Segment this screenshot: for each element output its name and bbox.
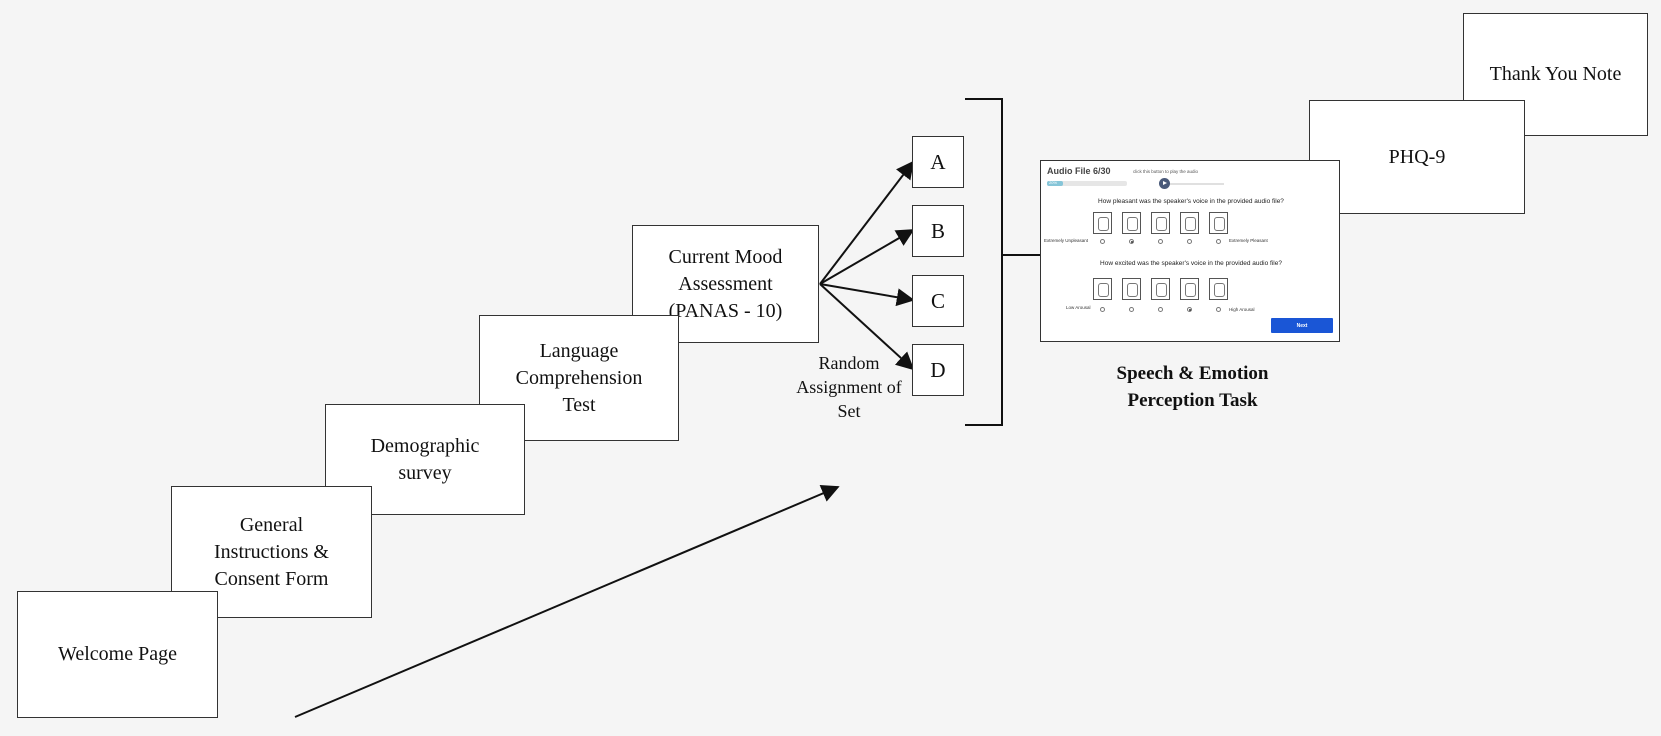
sets-bracket <box>965 98 1003 426</box>
q2-radio-5[interactable] <box>1216 307 1221 312</box>
progress-arrow <box>294 485 840 718</box>
play-hint: click this button to play the audio <box>1133 169 1199 174</box>
set-d-label: D <box>930 357 946 382</box>
q1-radio-4[interactable] <box>1187 239 1192 244</box>
question-arousal: How excited was the speaker's voice in t… <box>1100 260 1282 267</box>
set-a-box: A <box>912 136 964 188</box>
demographic-survey-label: Demographic survey <box>370 434 480 484</box>
next-button[interactable]: Next <box>1271 318 1333 333</box>
sam-arousal-icon-1 <box>1093 278 1112 300</box>
consent-form-label: General Instructions & Consent Form <box>214 513 329 590</box>
survey-screenshot: Audio File 6/30 click this button to pla… <box>1040 160 1340 342</box>
sam-arousal-icon-3 <box>1151 278 1170 300</box>
welcome-page-label: Welcome Page <box>58 643 177 665</box>
phq-9-label: PHQ-9 <box>1388 145 1446 168</box>
q1-radio-2[interactable] <box>1129 239 1134 244</box>
sam-valence-icon-1 <box>1093 212 1112 234</box>
q1-radio-5[interactable] <box>1216 239 1221 244</box>
q2-radio-3[interactable] <box>1158 307 1163 312</box>
sam-valence-icon-3 <box>1151 212 1170 234</box>
arrow-to-set-a <box>819 160 915 285</box>
sam-valence-icon-5 <box>1209 212 1228 234</box>
set-b-label: B <box>930 218 945 243</box>
set-c-label: C <box>930 288 945 313</box>
thank-you-note-label: Thank You Note <box>1489 63 1622 85</box>
arrow-to-set-c <box>819 283 915 307</box>
q2-radio-1[interactable] <box>1100 307 1105 312</box>
random-assignment-caption: Random Assignment of Set <box>796 353 902 421</box>
set-d-box: D <box>912 344 964 396</box>
sam-arousal-icon-2 <box>1122 278 1141 300</box>
mood-assessment-label: Current Mood Assessment (PANAS - 10) <box>668 245 783 322</box>
q1-radio-1[interactable] <box>1100 239 1105 244</box>
progress-fill <box>1047 181 1063 186</box>
language-test-label: Language Comprehension Test <box>515 339 643 416</box>
mood-assessment-box: Current Mood Assessment (PANAS - 10) <box>632 225 819 343</box>
q1-radio-3[interactable] <box>1158 239 1163 244</box>
q1-high-anchor: Extremely Pleasant <box>1229 238 1268 243</box>
thank-you-note-box: Thank You Note <box>1463 13 1648 136</box>
set-c-box: C <box>912 275 964 327</box>
play-icon[interactable] <box>1159 178 1170 189</box>
sam-arousal-icon-4 <box>1180 278 1199 300</box>
q2-high-anchor: High Arousal <box>1229 307 1255 312</box>
q1-low-anchor: Extremely Unpleasant <box>1044 238 1089 243</box>
sam-valence-icon-2 <box>1122 212 1141 234</box>
welcome-page-box: Welcome Page <box>17 591 218 718</box>
phq-9-box: PHQ-9 <box>1309 100 1525 214</box>
sam-arousal-icon-5 <box>1209 278 1228 300</box>
sam-valence-icon-4 <box>1180 212 1199 234</box>
audio-file-title: Audio File 6/30 <box>1047 166 1111 176</box>
q2-radio-4[interactable] <box>1187 307 1192 312</box>
set-a-label: A <box>930 149 946 174</box>
progress-text: 20% <box>1049 180 1058 185</box>
audio-track[interactable] <box>1170 183 1224 185</box>
arrow-to-set-b <box>819 229 915 285</box>
task-title: Speech & Emotion Perception Task <box>1116 363 1269 411</box>
q2-low-anchor: Low Arousal <box>1066 305 1091 310</box>
question-pleasantness: How pleasant was the speaker's voice in … <box>1098 198 1284 205</box>
set-b-box: B <box>912 205 964 257</box>
q2-radio-2[interactable] <box>1129 307 1134 312</box>
progress-bar: 20% <box>1047 180 1127 186</box>
arrow-to-set-d <box>819 283 915 371</box>
